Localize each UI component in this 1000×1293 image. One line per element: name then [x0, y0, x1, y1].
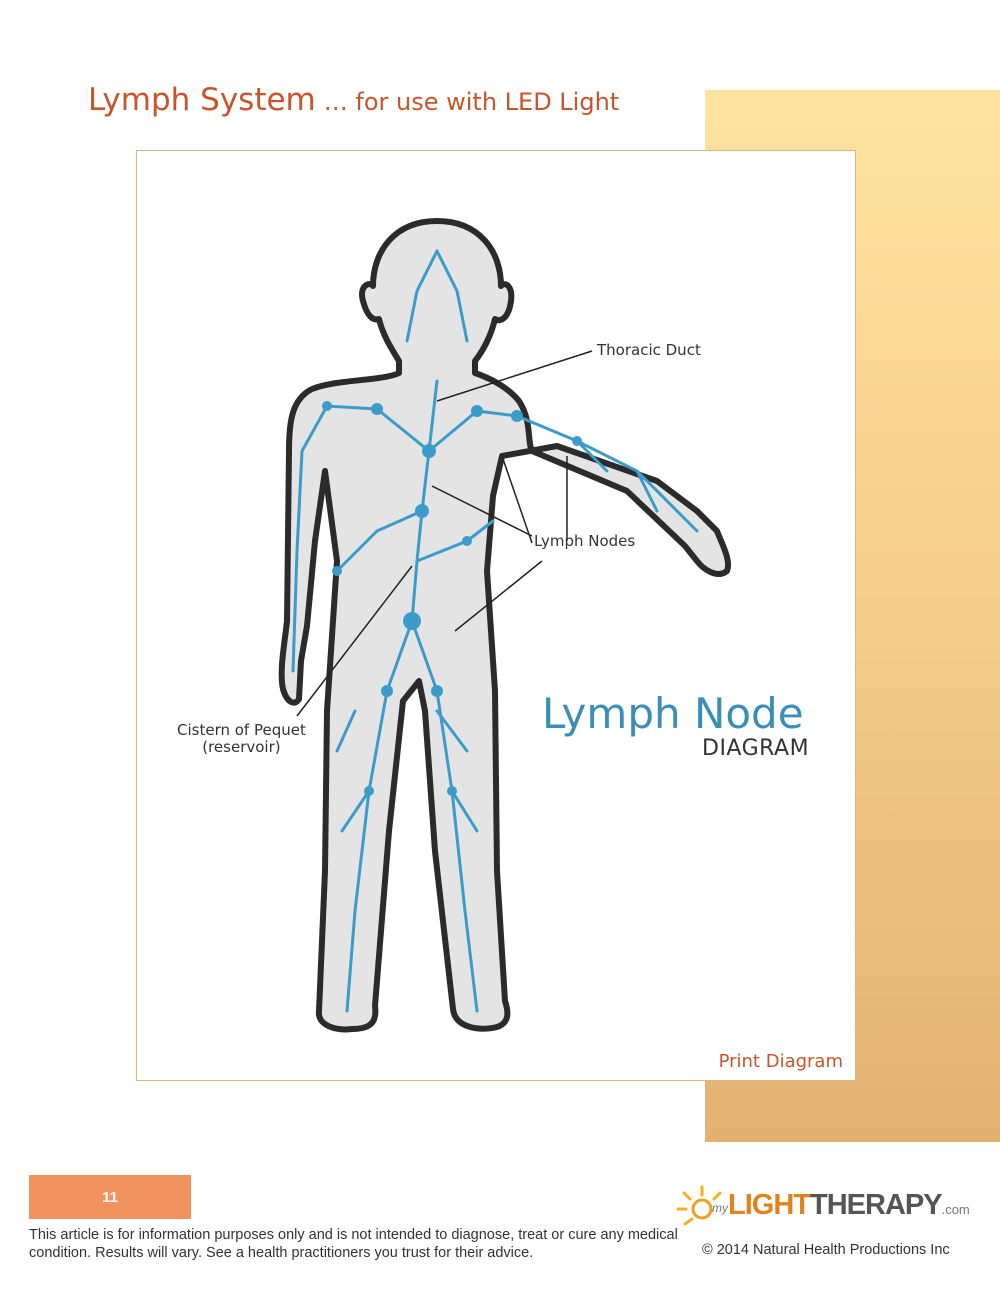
sun-icon	[676, 1185, 722, 1226]
print-diagram-link[interactable]: Print Diagram	[718, 1051, 843, 1072]
callout-thoracic-duct: Thoracic Duct	[597, 341, 701, 359]
callout-cistern-line2: (reservoir)	[202, 738, 281, 756]
lymph-node-markers	[322, 401, 582, 796]
diagram-frame: Thoracic Duct Lymph Nodes Cistern of Peq…	[136, 150, 856, 1081]
callout-cistern-line1: Cistern of Pequet	[177, 721, 306, 739]
title-main: Lymph System	[88, 82, 316, 118]
logo-therapy: THERAPY	[810, 1189, 943, 1221]
diagram-brand-subtitle: DIAGRAM	[702, 736, 810, 761]
logo-my: my	[712, 1201, 728, 1215]
mylighttherapy-logo[interactable]: my LIGHTTHERAPY.com	[668, 1165, 978, 1235]
logo-light: LIGHT	[728, 1189, 811, 1221]
title-subtitle: … for use with LED Light	[323, 88, 620, 116]
copyright-text: © 2014 Natural Health Productions Inc	[702, 1242, 950, 1258]
diagram-brand-title: Lymph Node	[542, 689, 804, 738]
logo-wordmark: LIGHTTHERAPY.com	[728, 1189, 970, 1222]
callout-lymph-nodes: Lymph Nodes	[534, 532, 636, 550]
lymph-vessels	[291, 249, 699, 1013]
page-number-badge: 11	[29, 1175, 191, 1219]
disclaimer-text: This article is for information purposes…	[29, 1227, 678, 1261]
body-illustration	[278, 218, 731, 1033]
callout-cistern: Cistern of Pequet (reservoir)	[177, 722, 306, 756]
callout-lines	[296, 350, 593, 717]
logo-dotcom: .com	[941, 1202, 970, 1217]
page-title: Lymph System… for use with LED Light	[88, 82, 619, 118]
